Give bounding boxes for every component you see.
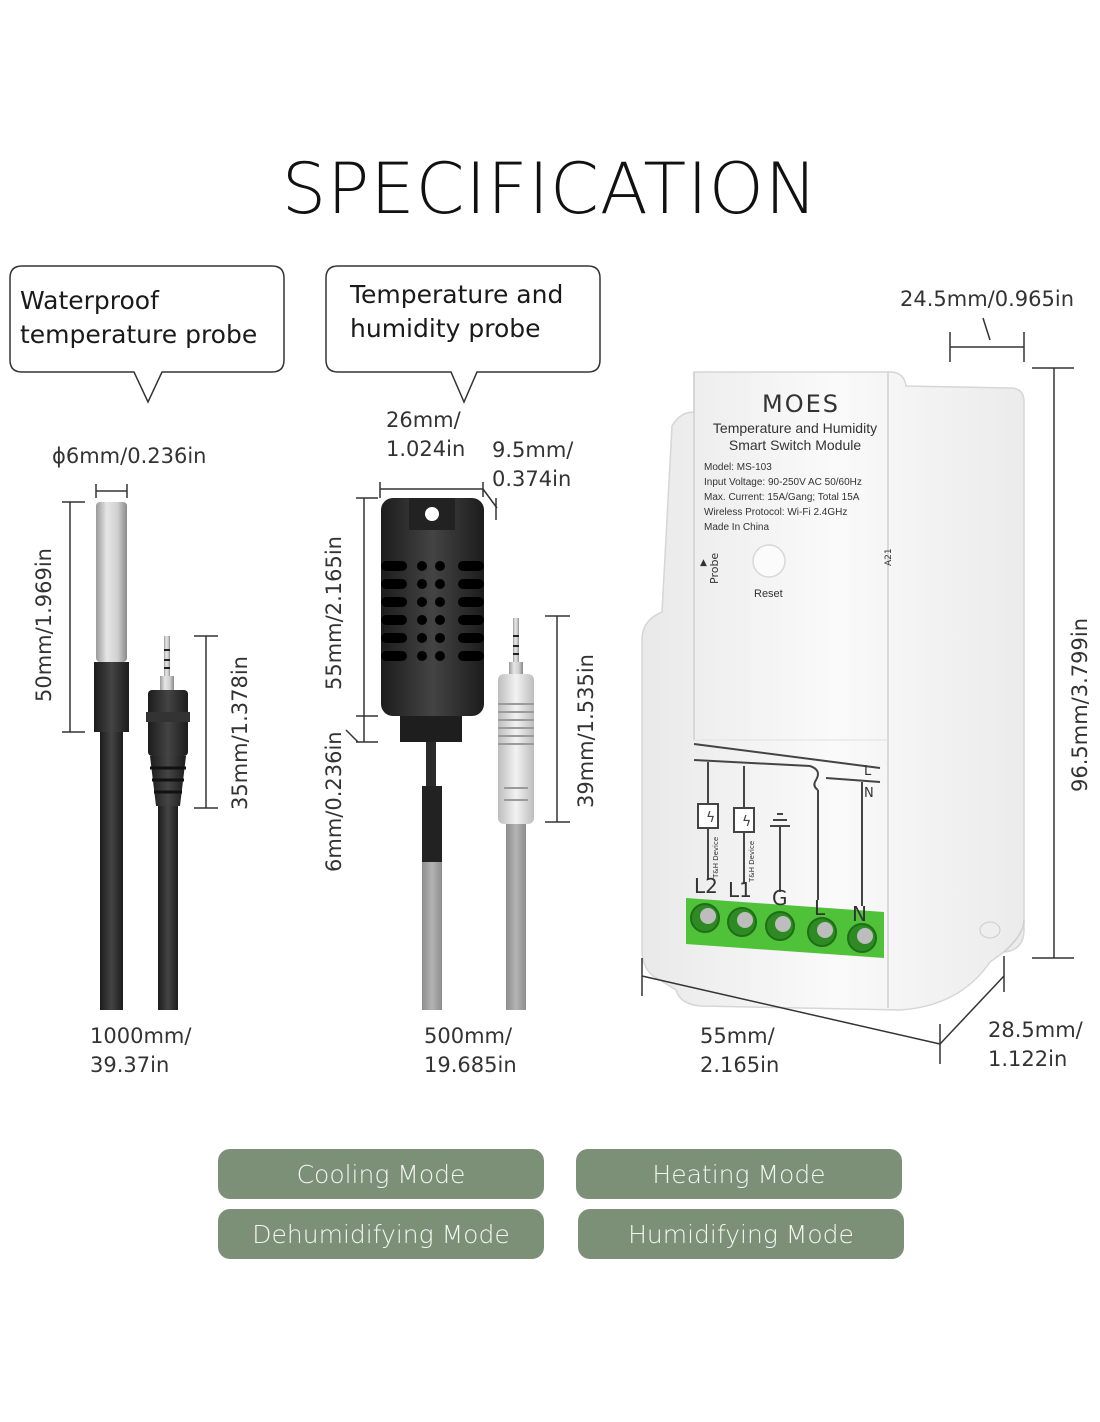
mode-humidifying: Humidifying Mode xyxy=(578,1209,904,1259)
width-line: 2.165in xyxy=(700,1053,780,1077)
waterproof-probe-image xyxy=(62,484,218,1010)
svg-text:ϟ: ϟ xyxy=(742,814,751,830)
cable-length-line: 19.685in xyxy=(424,1053,517,1077)
probe-2-depth: 9.5mm/ 0.374in xyxy=(492,436,573,494)
depth-line: 28.5mm/ xyxy=(988,1018,1083,1042)
probe-1-cable-length: 1000mm/ 39.37in xyxy=(90,1022,191,1080)
depth-line: 9.5mm/ xyxy=(492,438,574,462)
mode-heating: Heating Mode xyxy=(576,1149,902,1199)
device-label: T&H Device xyxy=(712,836,720,878)
probe-1-diameter: ϕ6mm/0.236in xyxy=(52,444,207,468)
terminal-g: G xyxy=(772,886,788,910)
module-height: 96.5mm/3.799in xyxy=(1068,617,1092,792)
mode-dehumidifying: Dehumidifying Mode xyxy=(218,1209,544,1259)
module-side-code: A21 xyxy=(884,548,894,566)
spec-line: Max. Current: 15A/Gang; Total 15A xyxy=(704,492,860,503)
module-name-line: Temperature and Humidity xyxy=(712,420,878,436)
module-name: Temperature and Humidity Smart Switch Mo… xyxy=(700,420,890,454)
svg-text:ϟ: ϟ xyxy=(706,810,715,826)
cable-length-line: 39.37in xyxy=(90,1053,170,1077)
page-title: SPECIFICATION xyxy=(281,148,819,230)
probe-arrow-icon: ▲ xyxy=(700,558,707,568)
probe-port-label: Probe xyxy=(708,552,721,584)
probe-1-title-line: temperature probe xyxy=(20,320,258,349)
probe-2-neck: 6mm/0.236in xyxy=(322,731,346,872)
cable-length-line: 500mm/ xyxy=(424,1024,513,1048)
probe-2-plug-length: 39mm/1.535in xyxy=(574,654,598,808)
module-specs: Model: MS-103 Input Voltage: 90-250V AC … xyxy=(704,460,862,535)
device-label: T&H Device xyxy=(748,840,756,882)
probe-1-plug-length: 35mm/1.378in xyxy=(228,656,252,810)
spec-line: Input Voltage: 90-250V AC 50/60Hz xyxy=(704,477,862,488)
bubble-humidity-probe xyxy=(325,265,601,404)
probe-2-cable-length: 500mm/ 19.685in xyxy=(424,1022,517,1080)
terminal-n: N xyxy=(852,902,867,926)
cable-length-line: 1000mm/ xyxy=(90,1024,192,1048)
terminal-l2: L2 xyxy=(694,874,718,898)
probe-2-title-line: humidity probe xyxy=(350,314,541,343)
probe-1-title-line: Waterproof xyxy=(20,286,159,315)
switch-module-image: ϟ ϟ xyxy=(641,317,1074,1064)
spec-line: Made In China xyxy=(704,522,770,533)
terminal-l: L xyxy=(814,896,826,920)
probe-1-length: 50mm/1.969in xyxy=(32,548,56,702)
width-line: 1.024in xyxy=(386,437,466,461)
spec-line: Model: MS-103 xyxy=(704,462,772,473)
module-name-line: Smart Switch Module xyxy=(728,437,862,453)
probe-2-title: Temperature and humidity probe xyxy=(350,278,563,346)
mode-cooling: Cooling Mode xyxy=(218,1149,544,1199)
probe-1-title: Waterproof temperature probe xyxy=(20,284,257,352)
probe-2-title-line: Temperature and xyxy=(350,280,564,309)
width-line: 55mm/ xyxy=(700,1024,775,1048)
depth-line: 0.374in xyxy=(492,467,572,491)
probe-2-width: 26mm/ 1.024in xyxy=(386,406,465,464)
module-width: 55mm/ 2.165in xyxy=(700,1022,779,1080)
module-top-depth: 24.5mm/0.965in xyxy=(900,287,1075,311)
terminal-l1: L1 xyxy=(728,878,752,902)
reset-button[interactable]: Reset xyxy=(754,588,783,600)
probe-2-height: 55mm/2.165in xyxy=(322,536,346,690)
spec-line: Wireless Protocol: Wi-Fi 2.4GHz xyxy=(704,507,848,518)
brand-logo: MOES xyxy=(762,390,840,418)
depth-line: 1.122in xyxy=(988,1047,1068,1071)
module-depth: 28.5mm/ 1.122in xyxy=(988,1016,1083,1074)
humidity-probe-image xyxy=(345,482,570,1010)
bus-label-l: L xyxy=(864,764,872,779)
bubble-waterproof-probe xyxy=(9,265,285,404)
bus-label-n: N xyxy=(864,786,874,801)
width-line: 26mm/ xyxy=(386,408,461,432)
